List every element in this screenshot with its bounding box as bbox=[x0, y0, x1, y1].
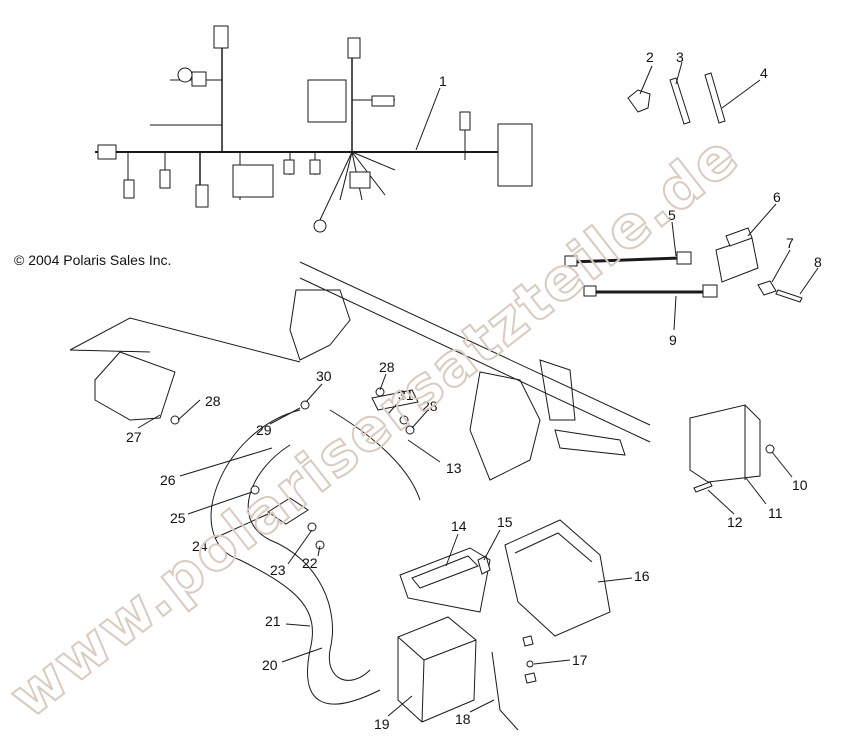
callout-22: 22 bbox=[302, 555, 318, 571]
part-27-shield bbox=[94, 351, 176, 421]
part-3-fuse-holder bbox=[669, 77, 691, 125]
callout-13: 13 bbox=[446, 460, 462, 476]
callout-20: 20 bbox=[262, 657, 278, 673]
part-5-cable bbox=[564, 251, 692, 267]
callout-9: 9 bbox=[669, 332, 677, 348]
watermark-text: www.polarisersatzteile.de bbox=[0, 121, 751, 732]
part-16-battery-box bbox=[504, 519, 611, 637]
part-7-bushing bbox=[757, 280, 777, 296]
callout-21: 21 bbox=[265, 613, 281, 629]
callout-5: 5 bbox=[668, 207, 676, 223]
part-2-relay bbox=[627, 89, 651, 113]
part-4-sensor bbox=[704, 72, 726, 124]
callout-8: 8 bbox=[814, 254, 822, 270]
watermark: www.polarisersatzteile.de bbox=[0, 120, 752, 733]
part-19-battery bbox=[397, 616, 477, 723]
callout-26: 26 bbox=[160, 472, 176, 488]
callout-11: 11 bbox=[768, 505, 783, 521]
callout-27: 27 bbox=[126, 429, 142, 445]
callout-6: 6 bbox=[773, 189, 781, 205]
callout-12: 12 bbox=[727, 514, 743, 530]
callout-19: 19 bbox=[374, 716, 390, 732]
callout-28-b: 28 bbox=[379, 359, 395, 375]
callout-16: 16 bbox=[634, 568, 650, 584]
callout-28-a: 28 bbox=[205, 393, 221, 409]
part-11-control-module bbox=[689, 404, 761, 483]
callout-15: 15 bbox=[497, 514, 513, 530]
part-14-bracket bbox=[399, 547, 491, 613]
part-6-solenoid bbox=[715, 227, 759, 283]
part-17-screws bbox=[522, 635, 537, 684]
callout-10: 10 bbox=[792, 477, 808, 493]
callout-3: 3 bbox=[676, 49, 684, 65]
callout-7: 7 bbox=[786, 235, 794, 251]
part-24-fuse-block bbox=[267, 497, 309, 525]
part-18-strap bbox=[491, 651, 519, 731]
callout-29: 29 bbox=[256, 422, 272, 438]
frame bbox=[69, 261, 651, 481]
callout-31: 31 bbox=[398, 387, 414, 403]
callout-4: 4 bbox=[760, 65, 768, 81]
copyright-notice: © 2004 Polaris Sales Inc. bbox=[14, 252, 172, 268]
callout-1: 1 bbox=[439, 73, 447, 89]
leader-lines bbox=[137, 61, 819, 717]
callout-30: 30 bbox=[316, 368, 332, 384]
part-12-screw bbox=[693, 481, 713, 493]
callout-18: 18 bbox=[455, 711, 471, 727]
callout-2: 2 bbox=[646, 49, 654, 65]
part-15-fastener bbox=[477, 555, 491, 575]
part-9-cable bbox=[583, 284, 718, 298]
callout-14: 14 bbox=[451, 518, 467, 534]
callout-25: 25 bbox=[170, 510, 186, 526]
part-31-cable bbox=[371, 389, 419, 411]
part-10-nut bbox=[765, 444, 775, 454]
small-hardware bbox=[170, 387, 415, 550]
part-8-bolt bbox=[775, 289, 803, 303]
callout-23: 23 bbox=[270, 562, 286, 578]
callout-numbers: 1 2 3 4 5 6 7 8 9 10 11 12 13 14 15 16 1… bbox=[126, 49, 822, 732]
callout-28-c: 28 bbox=[422, 398, 438, 414]
wire-harness bbox=[95, 25, 533, 233]
callout-24: 24 bbox=[192, 538, 208, 554]
callout-17: 17 bbox=[572, 652, 588, 668]
